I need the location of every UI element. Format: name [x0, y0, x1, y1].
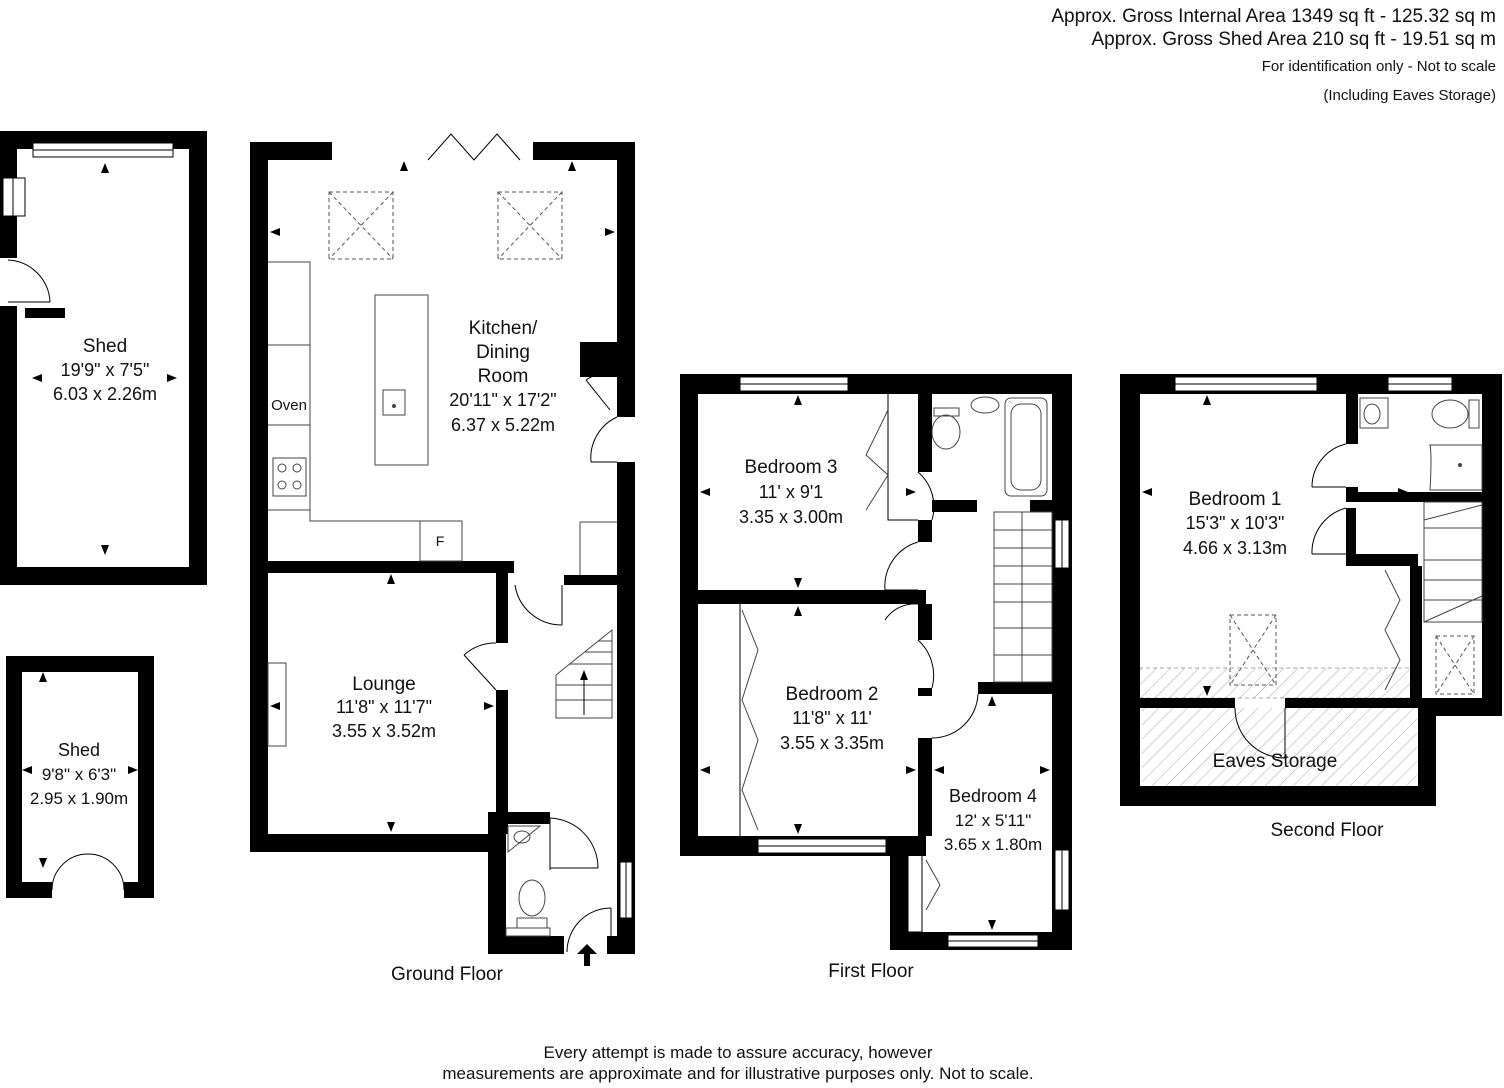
- disclaimer-line-1: Every attempt is made to assure accuracy…: [543, 1043, 933, 1062]
- first-floor-plan: [680, 374, 1072, 950]
- identification-note: For identification only - Not to scale: [1261, 58, 1496, 75]
- bedroom3-name: Bedroom 3: [745, 457, 838, 478]
- fridge-label: F: [436, 533, 445, 549]
- disclaimer: Every attempt is made to assure accuracy…: [0, 1042, 1476, 1084]
- ground-floor-label: Ground Floor: [391, 964, 504, 985]
- first-floor-label: First Floor: [828, 961, 914, 982]
- shed-large-metric: 6.03 x 2.26m: [53, 384, 157, 404]
- bedroom1-metric: 4.66 x 3.13m: [1183, 538, 1287, 558]
- kitchen-name-2: Dining: [476, 342, 530, 363]
- lounge-imperial: 11'8" x 11'7": [336, 697, 432, 717]
- shed-large-imperial: 19'9" x 7'5": [61, 360, 150, 380]
- bedroom2-name: Bedroom 2: [786, 684, 879, 705]
- bedroom4-name: Bedroom 4: [949, 786, 1037, 806]
- bedroom1-imperial: 15'3" x 10'3": [1186, 513, 1285, 533]
- small-shed: [6, 656, 154, 900]
- gross-shed-area: Approx. Gross Shed Area 210 sq ft - 19.5…: [1091, 29, 1497, 50]
- shed-small-metric: 2.95 x 1.90m: [30, 789, 128, 808]
- oven-label: Oven: [271, 397, 307, 414]
- second-floor-label: Second Floor: [1270, 820, 1384, 841]
- lounge-metric: 3.55 x 3.52m: [332, 721, 436, 741]
- ground-floor-plan: [250, 133, 635, 966]
- kitchen-metric: 6.37 x 5.22m: [451, 415, 555, 435]
- bedroom4-metric: 3.65 x 1.80m: [944, 835, 1042, 854]
- bedroom2-imperial: 11'8" x 11': [792, 708, 872, 728]
- bedroom3-imperial: 11' x 9'1: [759, 482, 824, 502]
- kitchen-name-3: Room: [478, 366, 529, 387]
- shed-large-name: Shed: [83, 336, 127, 357]
- gross-internal-area: Approx. Gross Internal Area 1349 sq ft -…: [1051, 6, 1496, 27]
- bedroom2-metric: 3.55 x 3.35m: [780, 733, 884, 753]
- large-shed: [0, 131, 207, 585]
- kitchen-name-1: Kitchen/: [469, 318, 538, 339]
- bedroom1-name: Bedroom 1: [1189, 489, 1282, 510]
- shed-small-name: Shed: [58, 740, 100, 760]
- bedroom3-metric: 3.35 x 3.00m: [739, 507, 843, 527]
- second-floor-plan: [1120, 374, 1502, 806]
- kitchen-imperial: 20'11" x 17'2": [449, 390, 556, 410]
- eaves-storage-name: Eaves Storage: [1213, 751, 1338, 772]
- bedroom4-imperial: 12' x 5'11": [955, 811, 1031, 830]
- eaves-note: (Including Eaves Storage): [1323, 87, 1496, 104]
- lounge-name: Lounge: [352, 674, 415, 695]
- shed-small-imperial: 9'8" x 6'3": [42, 765, 116, 784]
- disclaimer-line-2: measurements are approximate and for ill…: [442, 1064, 1034, 1083]
